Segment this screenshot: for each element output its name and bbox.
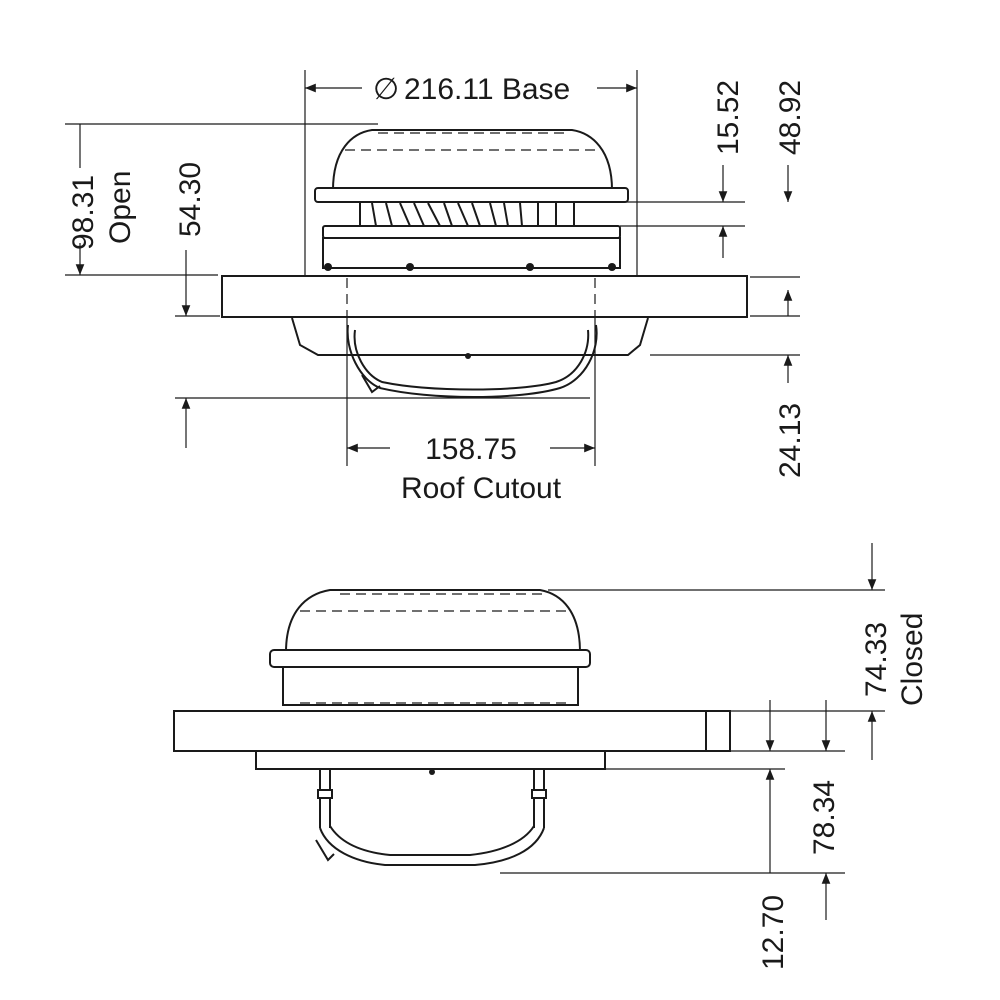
open-view-drawing	[221, 129, 748, 398]
dim-15-52: 15.52	[712, 80, 745, 155]
dim-78-34: 78.34	[808, 780, 841, 855]
dim-24-13: 24.13	[774, 403, 807, 478]
dim-12-70: 12.70	[757, 895, 790, 970]
open-view-dimensions: ∅ 216.11 Base 15.52 48.92 24.13 98.31 Op…	[65, 70, 807, 505]
closed-label: Closed	[896, 613, 929, 706]
closed-view-dimensions: 74.33 Closed 78.34 12.70	[500, 543, 929, 970]
dim-54-30: 54.30	[174, 162, 207, 237]
dim-158-75: 158.75	[425, 433, 517, 466]
open-label: Open	[104, 171, 137, 244]
base-diameter-label: 216.11 Base	[404, 73, 570, 106]
roof-cutout-label: Roof Cutout	[401, 472, 562, 505]
dim-48-92: 48.92	[774, 80, 807, 155]
closed-view-drawing	[173, 589, 731, 866]
vent-fins	[359, 202, 575, 227]
dim-74-33: 74.33	[860, 622, 893, 697]
dim-98-31: 98.31	[67, 175, 100, 250]
diameter-symbol: ∅	[373, 73, 399, 106]
